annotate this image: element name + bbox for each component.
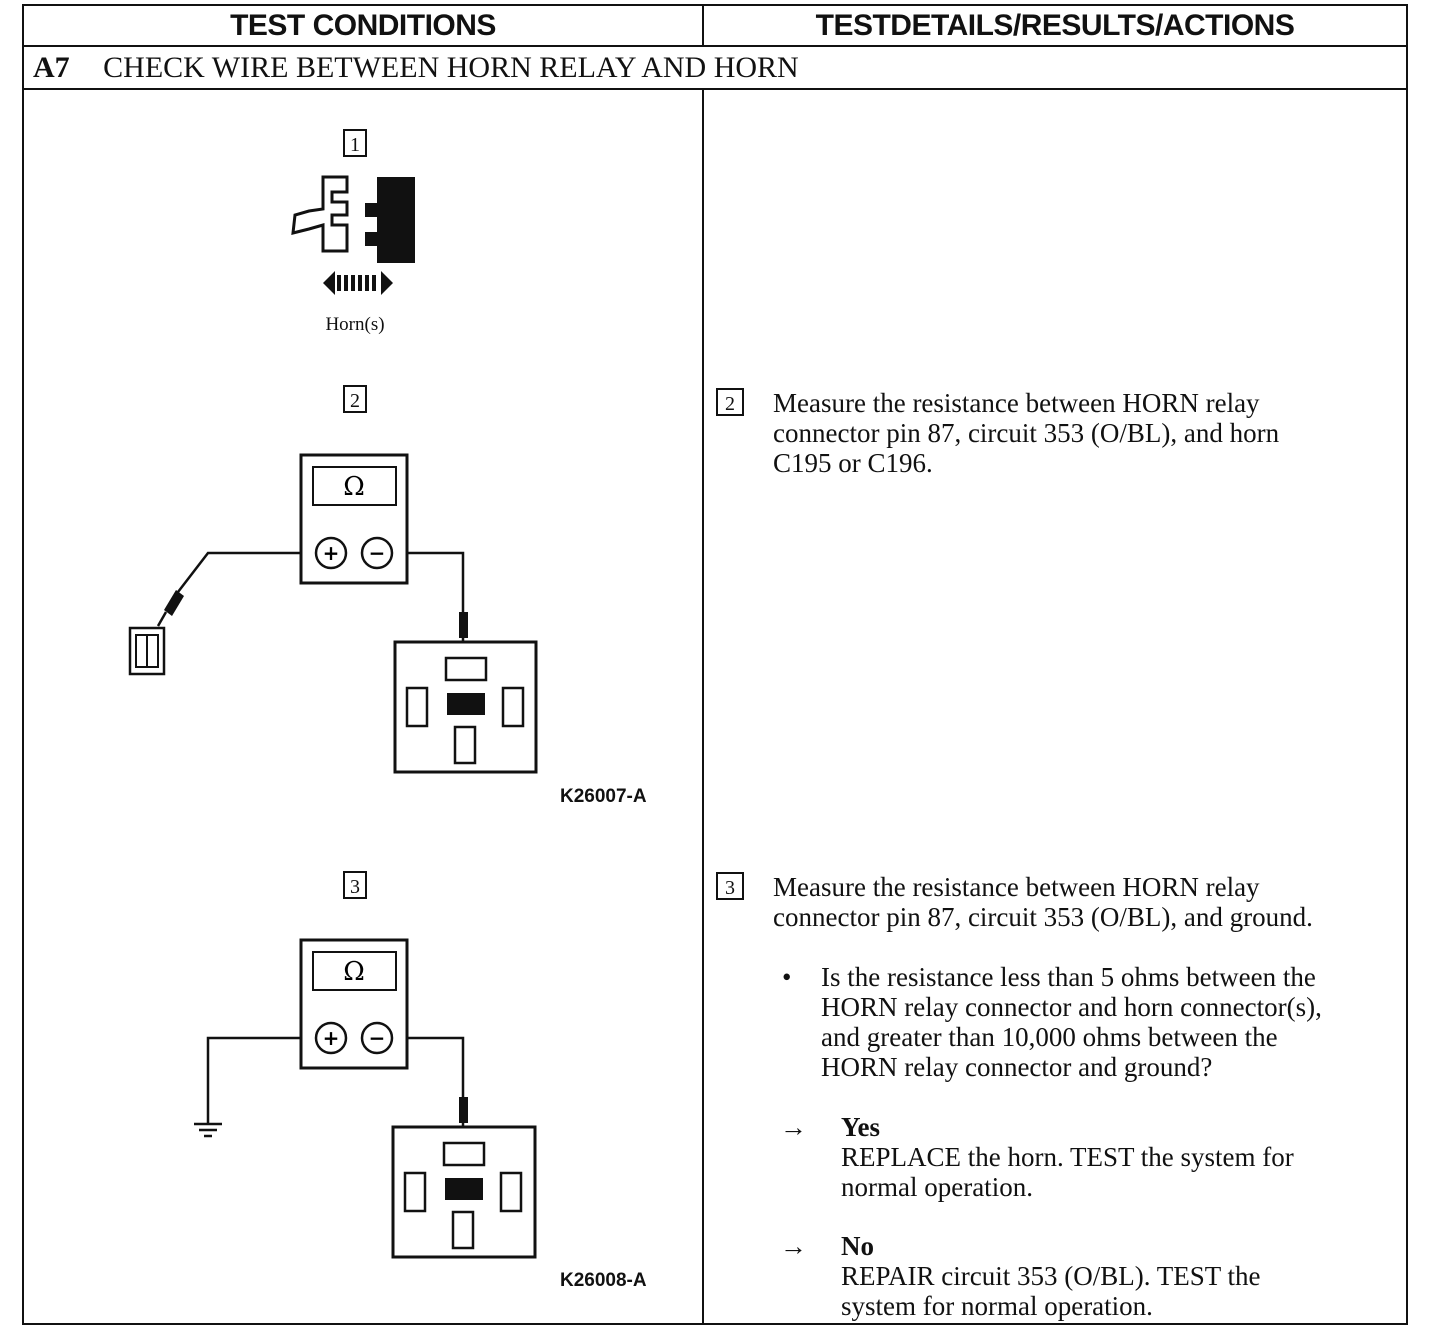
ohm-symbol: Ω <box>343 957 365 987</box>
horn-connector-disconnect-icon <box>291 175 415 295</box>
header-test-conditions: TEST CONDITIONS <box>230 9 496 42</box>
right-step3-number: 3 <box>716 872 744 900</box>
probe-tip <box>164 590 184 616</box>
ground-icon <box>194 1122 222 1138</box>
plus-terminal <box>314 536 348 570</box>
ohm-symbol: Ω <box>343 472 365 502</box>
minus-terminal <box>360 536 394 570</box>
probe-tip-relay <box>459 1097 468 1123</box>
step3-ohmmeter-diagram: Ω + − <box>194 938 537 1259</box>
ohmmeter-display <box>312 466 397 506</box>
plus-terminal <box>314 1021 348 1055</box>
step2-ohmmeter-diagram: Ω + − <box>128 453 538 774</box>
figure-id-k26007: K26007-A <box>560 786 647 807</box>
svg-text:−: − <box>369 1026 386 1050</box>
minus-terminal <box>360 1021 394 1055</box>
step3-instruction: Measure the resistance between HORN rela… <box>773 872 1313 932</box>
svg-text:+: + <box>323 541 340 565</box>
step2-instruction: Measure the resistance between HORN rela… <box>773 388 1280 478</box>
svg-text:−: − <box>369 541 386 565</box>
ohmmeter-display <box>312 951 397 991</box>
figure-id-k26008: K26008-A <box>560 1270 647 1291</box>
yes-arrow: → <box>780 1112 807 1142</box>
left-step3-number: 3 <box>343 871 367 899</box>
question-bullet: • <box>782 962 792 992</box>
header-test-details: TESTDETAILS/RESULTS/ACTIONS <box>815 9 1295 42</box>
step3-question: Is the resistance less than 5 ohms betwe… <box>821 962 1322 1082</box>
yes-result: Yes REPLACE the horn. TEST the system fo… <box>841 1112 1401 1202</box>
step-title: CHECK WIRE BETWEEN HORN RELAY AND HORN <box>103 51 799 84</box>
step-title-row: A7 CHECK WIRE BETWEEN HORN RELAY AND HOR… <box>33 46 1393 90</box>
left-step1-number: 1 <box>343 129 367 157</box>
yes-label: Yes <box>841 1112 880 1142</box>
svg-text:+: + <box>323 1026 340 1050</box>
probe-tip-relay <box>459 612 468 638</box>
step-id: A7 <box>33 51 70 84</box>
left-step2-number: 2 <box>343 385 367 413</box>
no-result: No REPAIR circuit 353 (O/BL). TEST the s… <box>841 1231 1401 1321</box>
no-label: No <box>841 1231 874 1261</box>
no-arrow: → <box>780 1231 807 1261</box>
right-step2-number: 2 <box>716 388 744 416</box>
horn-caption: Horn(s) <box>325 314 385 335</box>
